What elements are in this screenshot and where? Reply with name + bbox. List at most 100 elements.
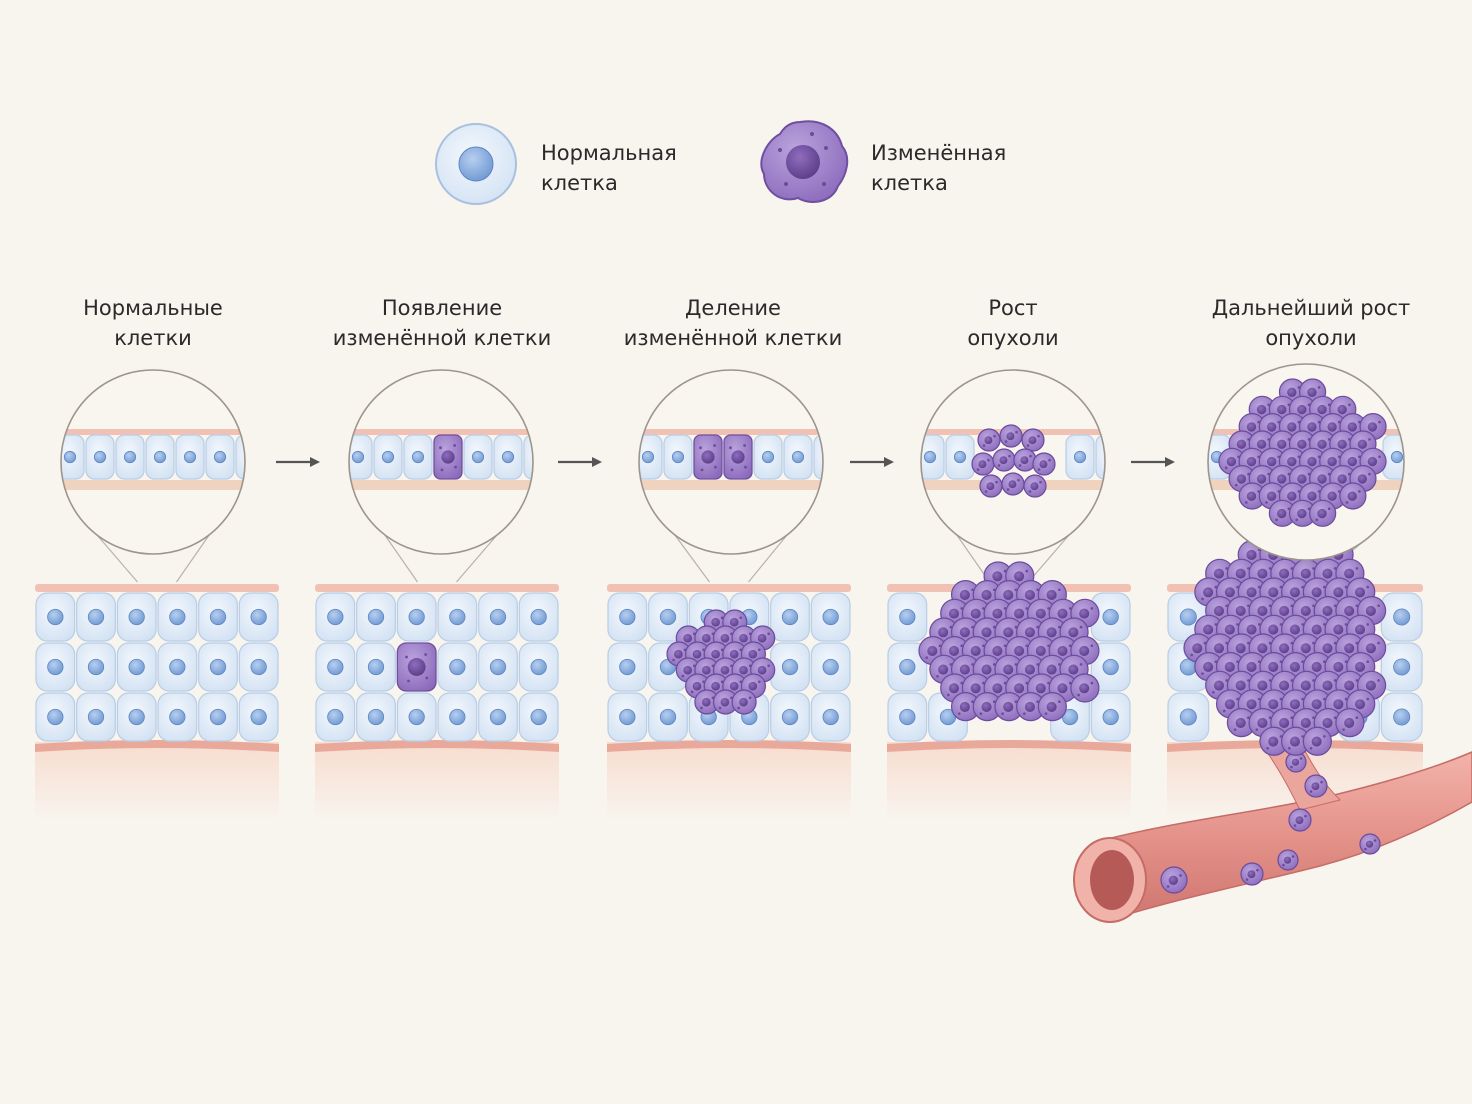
tissue-blocks [35,561,1423,820]
nucleus [123,450,137,464]
nucleus [1337,404,1347,415]
nucleus [1277,404,1287,415]
nucleus [1203,661,1214,672]
altered-cell [1339,482,1367,510]
normal-cell [770,692,810,742]
nucleus [1297,439,1307,449]
normal-cell [518,692,559,742]
normal-cell [887,642,928,692]
nucleus [1317,508,1327,519]
nucleus [1287,456,1297,467]
nucleus [683,665,693,675]
nucleus [1393,708,1411,726]
nucleus [1235,680,1246,691]
normal-cell [35,642,76,692]
nucleus [822,708,839,726]
nucleus [1355,699,1366,710]
nucleus [992,571,1003,582]
nucleus [1046,589,1057,600]
nucleus [1203,624,1214,635]
nucleus [641,450,655,464]
nucleus [367,608,385,626]
nucleus [683,633,693,643]
nucleus [1246,422,1257,432]
normal-cell [116,592,157,642]
nucleus [1266,491,1277,501]
normal-cell [198,642,238,692]
nucleus [992,645,1003,656]
nucleus [938,664,949,675]
nucleus [711,649,720,659]
nucleus [1257,680,1268,691]
nucleus [1289,699,1300,710]
basement-membrane [607,740,851,752]
nucleus [1256,404,1267,415]
nucleus [970,683,981,694]
nucleus [1365,840,1374,848]
nucleus [731,450,745,464]
nucleus [250,608,267,626]
normal-cell-icon [435,123,517,205]
stage-4-line2: опухоли [967,326,1059,350]
nucleus [1226,456,1237,467]
nucleus [1367,456,1378,467]
legend-icons [435,120,849,205]
nucleus [692,649,702,659]
altered-cell-icon [760,120,849,203]
nucleus [1300,568,1311,579]
normal-cell [770,592,810,642]
nucleus [619,608,636,626]
altered-cell [1309,499,1337,527]
nucleus [1317,439,1327,449]
nucleus [1102,708,1119,726]
nucleus [1268,661,1279,672]
nucleus [169,608,186,626]
nucleus [701,697,711,707]
nucleus [701,450,715,464]
nucleus [1046,664,1057,675]
stage-title-3: Деление изменённой клетки [613,293,853,353]
tissue-block-4 [887,561,1131,820]
nucleus [1257,717,1268,728]
nucleus [1256,439,1267,449]
normal-cell [145,434,175,480]
nucleus [720,697,730,707]
connector-line [383,533,499,583]
nucleus [441,450,455,464]
nucleus [1039,460,1048,469]
tissue-block-1 [35,584,279,820]
nucleus [984,436,993,445]
zoom-circle-3 [638,369,824,555]
nucleus [1365,605,1376,616]
arrow-right-icon [850,457,894,467]
nucleus [1344,605,1355,616]
nucleus [1008,480,1017,489]
nucleus [671,450,685,464]
normal-cell [478,692,518,742]
nucleus [729,649,739,659]
normal-cell [157,592,198,642]
nucleus [169,708,186,726]
nucleus [1236,474,1247,484]
nucleus [1344,680,1355,691]
nucleus [1355,624,1366,635]
nucleus [47,658,64,676]
nucleus [781,658,799,676]
nucleus [63,450,77,464]
stage-title-4: Рост опухоли [893,293,1133,353]
altered-cell [1160,866,1188,894]
nucleus [209,708,227,726]
nucleus [1224,661,1235,672]
nucleus [1014,608,1025,619]
nucleus [1079,645,1090,656]
nucleus [757,633,767,643]
normal-cell [373,434,403,480]
zoom-circle-4 [920,369,1106,555]
altered-cell [979,474,1003,498]
nucleus [1246,491,1257,501]
normal-cell [76,642,116,692]
normal-cell [35,692,76,742]
normal-cell [1065,434,1095,480]
nucleus [1300,717,1311,728]
